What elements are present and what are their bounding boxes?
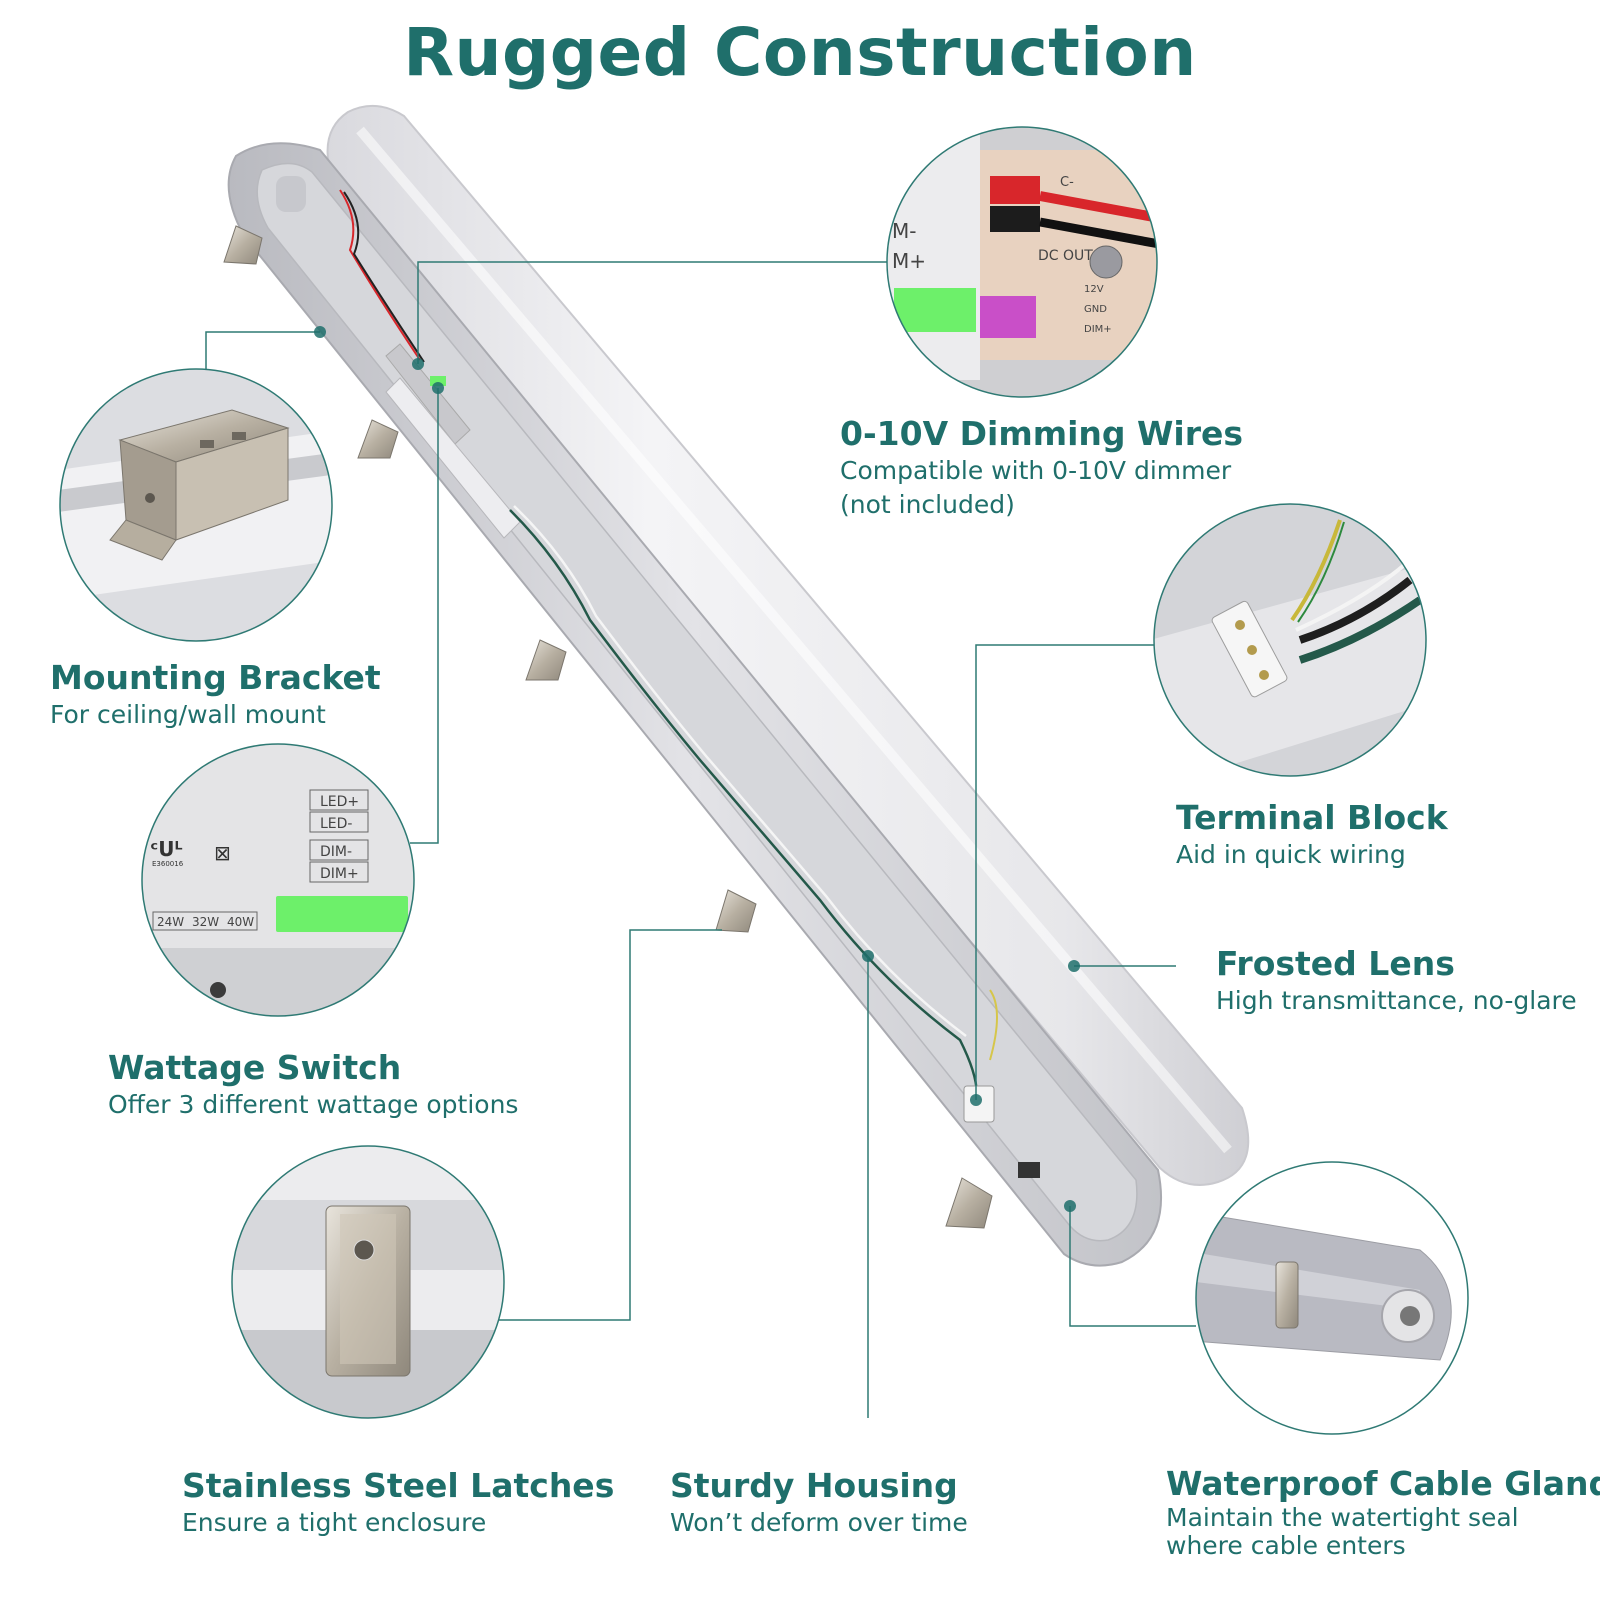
wattage-line1: Offer 3 different wattage options — [108, 1090, 519, 1119]
driver-box — [385, 377, 521, 539]
dim-zoom-dim-plus: DIM+ — [1084, 324, 1112, 335]
label-cable-gland: Waterproof Cable Gland Maintain the wate… — [1166, 1464, 1600, 1560]
dim-zoom-12v: 12V — [1084, 284, 1104, 295]
wattage-heading: Wattage Switch — [108, 1048, 402, 1087]
wattage-40w: 40W — [227, 915, 254, 929]
label-stainless-latches: Stainless Steel Latches Ensure a tight e… — [182, 1466, 614, 1540]
label-mounting-bracket: Mounting Bracket For ceiling/wall mount — [50, 658, 381, 732]
red-wire — [339, 189, 421, 361]
zoom-terminal-block — [1153, 503, 1427, 777]
driver-dim-plus: DIM+ — [320, 866, 359, 882]
housing-body — [227, 142, 1162, 1267]
label-wattage-switch: Wattage Switch Offer 3 different wattage… — [108, 1048, 518, 1122]
page-title: Rugged Construction — [403, 14, 1197, 91]
dim-zoom-m-plus: M+ — [892, 249, 926, 273]
driver-led-plus: LED+ — [320, 794, 359, 810]
zoom-steel-latch — [231, 1145, 505, 1419]
green-wire — [509, 509, 978, 1101]
terminal-line1: Aid in quick wiring — [1176, 840, 1406, 869]
gland-heading: Waterproof Cable Gland — [1166, 1464, 1600, 1503]
zoom-cable-gland — [1195, 1161, 1469, 1435]
dimming-line1: Compatible with 0-10V dimmer — [840, 456, 1232, 485]
lens-line1: High transmittance, no-glare — [1216, 986, 1577, 1015]
gland-line1: Maintain the watertight seal — [1166, 1503, 1519, 1532]
driver-dim-minus: DIM- — [320, 844, 352, 860]
label-terminal-block: Terminal Block Aid in quick wiring — [1176, 798, 1448, 872]
zoom-wattage-switch: LED+ LED- DIM- DIM+ ᶜUᴸ E360016 ⊠ 24W 32… — [141, 743, 415, 1017]
dim-zoom-gnd: GND — [1084, 304, 1107, 315]
dim-zoom-dc-out: DC OUT — [1038, 248, 1093, 264]
ul-mark-icon: ᶜUᴸ — [150, 837, 183, 861]
driver-cert-number: E360016 — [152, 860, 184, 868]
latch-clips — [223, 225, 993, 1229]
bracket-line1: For ceiling/wall mount — [50, 700, 326, 729]
zoom-mounting-bracket — [59, 368, 333, 642]
end-cap-socket — [276, 176, 306, 212]
label-frosted-lens: Frosted Lens High transmittance, no-glar… — [1216, 944, 1577, 1018]
weee-icon: ⊠ — [214, 841, 231, 865]
dimming-heading: 0-10V Dimming Wires — [840, 414, 1244, 453]
gland-line2: where cable enters — [1166, 1531, 1406, 1560]
latches-line1: Ensure a tight enclosure — [182, 1508, 487, 1537]
label-sturdy-housing: Sturdy Housing Won’t deform over time — [670, 1466, 968, 1540]
cable-grommet — [1018, 1162, 1040, 1178]
dim-zoom-c-minus: C- — [1060, 175, 1074, 190]
latches-heading: Stainless Steel Latches — [182, 1466, 615, 1505]
leader-lines — [205, 261, 1196, 1418]
wattage-slider-switch — [276, 896, 408, 932]
dimming-line2: (not included) — [840, 490, 1015, 519]
bracket-heading: Mounting Bracket — [50, 658, 381, 697]
lens-heading: Frosted Lens — [1216, 944, 1455, 983]
wattage-24w: 24W — [157, 915, 184, 929]
housing-heading: Sturdy Housing — [670, 1466, 958, 1505]
label-dimming-wires: 0-10V Dimming Wires Compatible with 0-10… — [840, 414, 1243, 522]
lens-cover — [326, 105, 1250, 1186]
driver-led-minus: LED- — [320, 816, 352, 832]
wattage-32w: 32W — [192, 915, 219, 929]
callout-dots — [314, 326, 1080, 1212]
dim-zoom-m-minus: M- — [892, 219, 916, 243]
zoom-dimming-wires: M- M+ DC OUT C- 12V GND DIM+ — [886, 126, 1158, 398]
housing-line1: Won’t deform over time — [670, 1508, 968, 1537]
terminal-heading: Terminal Block — [1176, 798, 1448, 837]
